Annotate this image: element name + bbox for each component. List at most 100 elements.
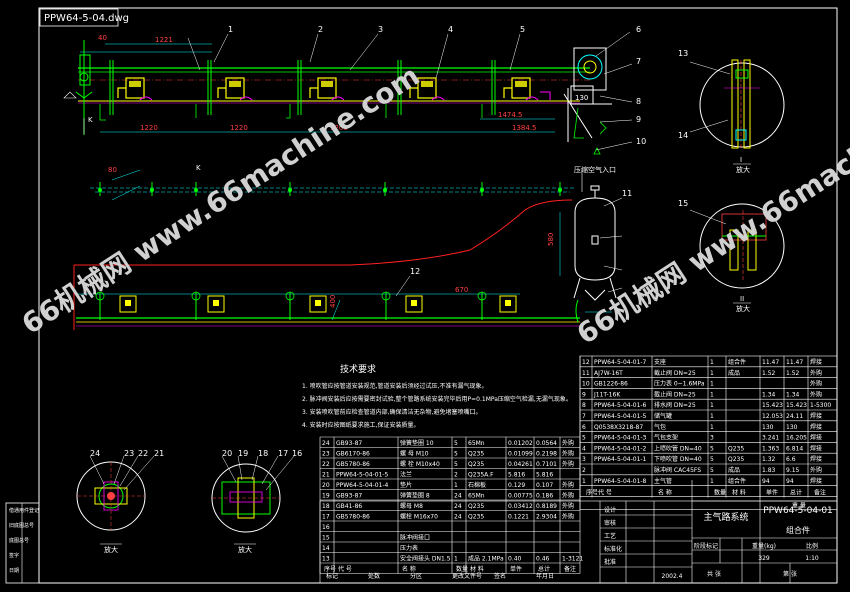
- bom-cell: PPW64-5-04-01-1: [594, 456, 647, 463]
- bom-cell: 焊接: [810, 444, 822, 452]
- bom-cell: 0.01202: [508, 440, 533, 447]
- bom-cell: Q235: [468, 451, 484, 458]
- title-label: 比例: [806, 542, 818, 550]
- bom-cell: 5: [710, 467, 714, 474]
- bom-cell: 4: [582, 445, 586, 452]
- side-stamp-label: 日期: [9, 568, 19, 574]
- bom-cell: 3: [582, 456, 586, 463]
- bom-cell: 2.9304: [536, 514, 557, 521]
- bom-cell: 15.423: [786, 402, 807, 409]
- bom-cell: 1: [710, 478, 714, 485]
- bom-cell: 外购: [562, 502, 574, 510]
- dimension: 1200: [330, 124, 348, 132]
- bom-cell: 1: [582, 478, 586, 485]
- bom-cell: 1: [710, 402, 714, 409]
- bom-cell: 5.816: [508, 472, 525, 479]
- bom-cell: 1: [710, 413, 714, 420]
- callout-number: 2: [318, 25, 323, 34]
- bom-cell: 0.186: [536, 493, 553, 500]
- drawing-name: 主气路系统: [703, 511, 748, 523]
- bom-cell: 18: [322, 503, 330, 510]
- dimension: 80: [108, 166, 117, 174]
- bom-cell: 5: [582, 435, 586, 442]
- callout-number: 15: [678, 199, 688, 208]
- bom-cell: 螺母 M8: [400, 502, 423, 510]
- bom-cell: 15.423: [762, 402, 783, 409]
- bom-cell: 130: [762, 424, 774, 431]
- callout-number: 11: [622, 189, 632, 198]
- bom-cell: 5: [710, 445, 714, 452]
- dimension: 1220: [140, 124, 158, 132]
- bom-header: 数量: [456, 565, 468, 573]
- weight-value: 329: [758, 555, 770, 562]
- bom-cell: 成品: [728, 466, 740, 474]
- bom-header: 备注: [564, 565, 576, 573]
- bom-cell: PPW64-5-04-01-4: [336, 482, 389, 489]
- callout-number: 21: [154, 449, 164, 458]
- bom-cell: Q235: [728, 445, 744, 452]
- bom-cell: 0.8189: [536, 503, 557, 510]
- bom-cell: 19: [322, 493, 330, 500]
- bom-cell: 11.47: [762, 359, 779, 366]
- bom-header: 单件: [766, 489, 778, 497]
- bom-cell: GB41-86: [336, 503, 362, 510]
- bom-cell: 支座: [654, 358, 666, 366]
- tech-title: 技术要求: [340, 363, 376, 375]
- view-label: I: [740, 156, 742, 164]
- sheet-border: [38, 7, 838, 584]
- bom-cell: 外购: [562, 492, 574, 500]
- plan-view: [90, 169, 575, 201]
- bom-cell: 1.34: [786, 391, 800, 398]
- bom-cell: 0.46: [536, 556, 550, 563]
- bom-cell: 1: [710, 424, 714, 431]
- bom-cell: 外购: [562, 450, 574, 458]
- bom-cell: 5: [710, 456, 714, 463]
- bom-cell: 0.03412: [508, 503, 533, 510]
- bom-cell: 1: [710, 370, 714, 377]
- dimension: K: [196, 164, 201, 172]
- side-stamp-label: 底图总号: [9, 537, 29, 544]
- title-label: 重量(kg): [752, 542, 776, 550]
- bom-cell: PPW64-5-04-01-3: [594, 435, 647, 442]
- bom-cell: 截止阀 DN=25: [654, 390, 696, 398]
- bom-cell: 0.01099: [508, 451, 533, 458]
- callout-number: 8: [636, 97, 641, 106]
- bom-cell: 10: [582, 381, 590, 388]
- bom-cell: 0.107: [536, 482, 553, 489]
- bom-cell: 外购: [810, 380, 822, 388]
- view-label: 放大: [736, 304, 750, 313]
- title-role: 审核: [604, 519, 616, 527]
- title-role: 工艺: [604, 532, 616, 540]
- scale-value: 1:10: [805, 555, 819, 562]
- bom-cell: 11.47: [786, 359, 803, 366]
- bom-cell: Q235: [468, 503, 484, 510]
- bom-cell: 5: [454, 440, 458, 447]
- dimension: 580: [547, 233, 555, 246]
- callout-number: 6: [636, 25, 641, 34]
- bom-header: 备注: [814, 489, 826, 497]
- tech-line: 3. 安装喷吹管前应检查管道内部,确保清洁无杂物,避免堵塞喷嘴口。: [302, 408, 481, 416]
- bom-cell: 1: [454, 556, 458, 563]
- bom-header: 代 号: [598, 489, 612, 497]
- bom-cell: 1: [710, 359, 714, 366]
- bom-header: 材 料: [732, 489, 746, 497]
- dimension: 1384.5: [512, 124, 537, 132]
- bom-header: 代 号: [338, 565, 352, 573]
- bom-cell: 24: [454, 493, 462, 500]
- bom-cell: Q235A.F: [468, 472, 494, 479]
- bom-cell: 24.11: [786, 413, 803, 420]
- title-label: 更改文件号: [452, 572, 482, 580]
- callout-number: 13: [678, 49, 688, 58]
- bom-cell: 5.816: [536, 472, 553, 479]
- bom-cell: 成品: [728, 369, 740, 377]
- bom-cell: 0.0564: [536, 440, 557, 447]
- tech-line: 2. 脉冲阀安装后应按需要密封试验,整个管路系统安装完毕后用P=0.1MPa压缩…: [302, 395, 572, 403]
- dimension: 1220: [230, 124, 248, 132]
- bom-left-grid: [319, 436, 581, 574]
- bom-cell: 16.205: [786, 435, 807, 442]
- bom-cell: 1.32: [762, 456, 776, 463]
- bom-cell: 1: [710, 381, 714, 388]
- bom-cell: 成品 2.1MPa: [468, 555, 504, 563]
